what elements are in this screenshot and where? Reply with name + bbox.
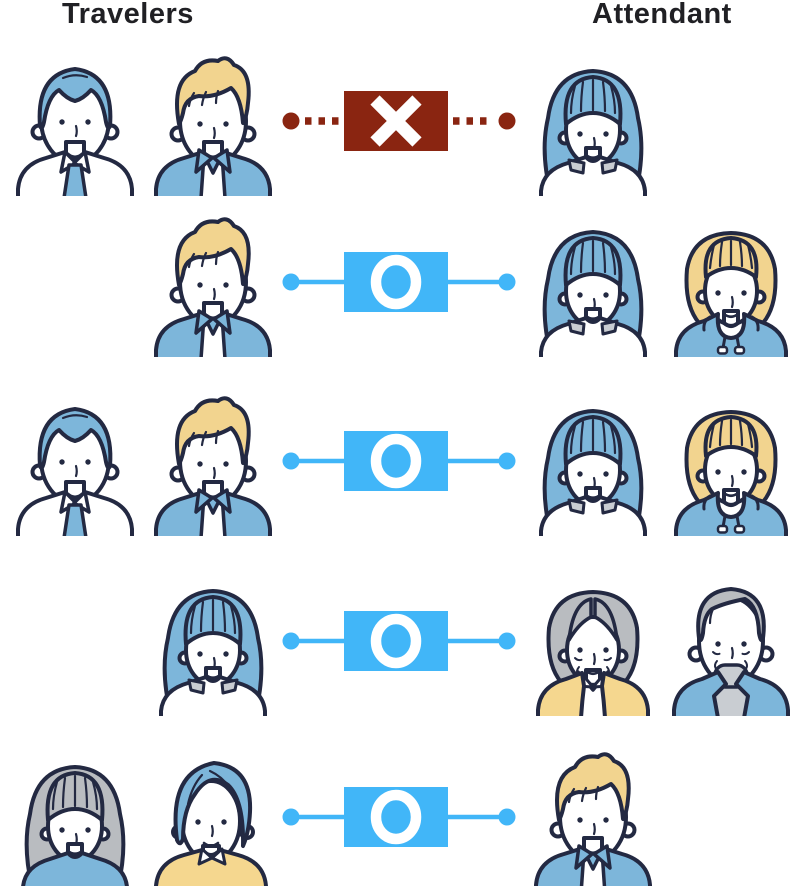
avatar-woman-blue-long-hair (539, 409, 647, 536)
connector (282, 250, 516, 314)
avatar-person-blue-swept-hair (154, 761, 268, 886)
connector-dot (282, 112, 300, 130)
avatar-elderly-man-jacket (672, 587, 790, 716)
avatar-elderly-woman-cardigan (536, 590, 650, 716)
match-row (0, 566, 798, 716)
connector-dot (498, 112, 516, 130)
cross-deny-icon (370, 95, 422, 147)
attendant-label: Attendant (592, 0, 732, 30)
circle-ok-icon (370, 433, 422, 489)
avatar-man-blond-shirt (154, 217, 272, 357)
travelers-group (6, 386, 278, 536)
attendants-group (528, 742, 798, 886)
connector-dot (498, 273, 516, 291)
connector-allowed (282, 611, 516, 671)
avatar-man-blond-shirt (534, 752, 652, 886)
connector-denied (282, 91, 516, 151)
connector-allowed (282, 252, 516, 312)
connector (282, 429, 516, 493)
avatar-man-blue-hair-tie (16, 407, 134, 536)
avatar-woman-blond-bob-hoodie (674, 410, 788, 536)
connector-allowed (282, 787, 516, 847)
avatar-woman-blue-long-hair (159, 589, 267, 716)
connector-dot (282, 273, 300, 291)
connector-dot (498, 808, 516, 826)
attendants-group (528, 386, 798, 536)
avatar-woman-blue-long-hair (539, 230, 647, 357)
avatar-woman-blue-long-hair (539, 69, 647, 196)
travelers-group (6, 46, 278, 196)
circle-ok-icon (370, 789, 422, 845)
avatar-man-blue-hair-tie (16, 67, 134, 196)
match-row (0, 386, 798, 536)
connector-dot (282, 808, 300, 826)
connector-dot (282, 632, 300, 650)
connector (282, 89, 516, 153)
travelers-label: Travelers (62, 0, 194, 30)
attendants-group (528, 566, 798, 716)
circle-ok-icon (370, 613, 422, 669)
connector-allowed (282, 431, 516, 491)
travelers-group (6, 742, 278, 886)
connector (282, 609, 516, 673)
circle-ok-icon (370, 254, 422, 310)
avatar-man-blond-shirt (154, 56, 272, 196)
match-row (0, 207, 798, 357)
connector-dot (498, 452, 516, 470)
avatar-man-blond-shirt (154, 396, 272, 536)
match-row (0, 742, 798, 886)
connector-dot (498, 632, 516, 650)
avatar-woman-gray-long-hair (21, 765, 129, 886)
avatar-woman-blond-bob-hoodie (674, 231, 788, 357)
attendants-group (528, 207, 798, 357)
attendants-group (528, 46, 798, 196)
travelers-group (6, 207, 278, 357)
connector (282, 785, 516, 849)
connector-dot (282, 452, 300, 470)
travelers-group (6, 566, 278, 716)
match-row (0, 46, 798, 196)
